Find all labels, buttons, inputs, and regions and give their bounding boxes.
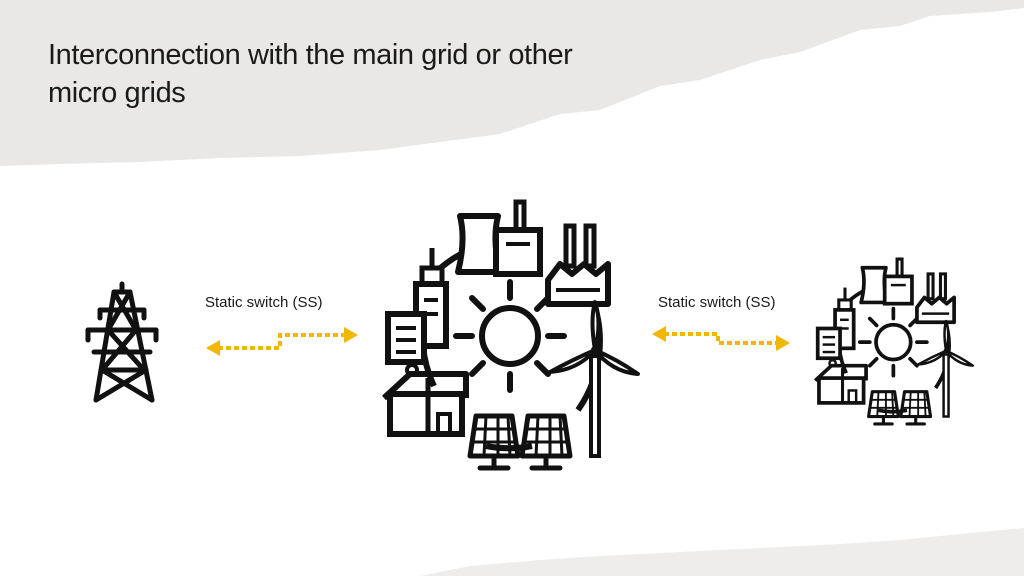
title-line-2: micro grids [48, 77, 186, 109]
header-band [0, 0, 1024, 166]
static-switch-label-left: Static switch (SS) [205, 294, 323, 311]
microgrid-cluster-small-icon [815, 259, 972, 424]
footer-band [420, 528, 1024, 576]
title-line-1: Interconnection with the main grid or ot… [48, 39, 573, 71]
microgrid-cluster-icon [384, 202, 638, 468]
bidirectional-arrow-right [652, 326, 790, 351]
static-switch-label-right: Static switch (SS) [658, 294, 776, 311]
transmission-tower-icon [85, 281, 159, 403]
bidirectional-arrow-left [206, 327, 358, 356]
slide-title: Interconnection with the main grid or ot… [48, 36, 688, 112]
